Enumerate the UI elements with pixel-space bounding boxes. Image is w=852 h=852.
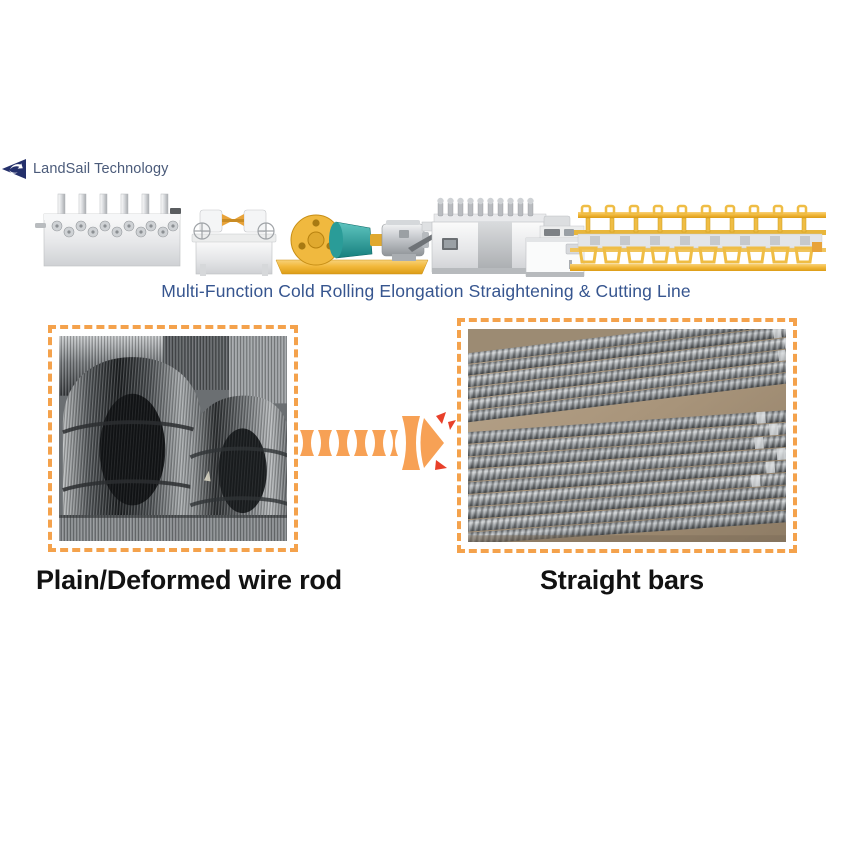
arrow-accent-marks [435,412,456,470]
unit-control-cabinet [525,237,585,277]
production-line-caption: Multi-Function Cold Rolling Elongation S… [161,281,691,301]
landsail-triangle-arrow-logo-icon [0,156,26,182]
segmented-chevron-arrow-right-icon [296,408,462,478]
unit-pre-straightener [191,209,277,276]
production-line-illustration [30,186,830,278]
wire-rod-label: Plain/Deformed wire rod [36,565,342,595]
unit-cutting-collection-rack [570,204,826,271]
unit-rolling-mill [275,214,429,275]
straight-bars-label: Straight bars [540,565,704,595]
brand-logo: LandSail Technology [0,156,168,182]
brand-name: LandSail Technology [33,161,169,177]
unit-payoff [35,193,181,267]
steel-wire-rod-coils-photo-icon [59,336,287,541]
wire-rod-panel [48,325,298,552]
straight-deformed-rebar-bars-photo-icon [468,329,786,542]
unit-elongation-straightener [408,197,585,274]
straight-bars-panel [457,318,797,553]
